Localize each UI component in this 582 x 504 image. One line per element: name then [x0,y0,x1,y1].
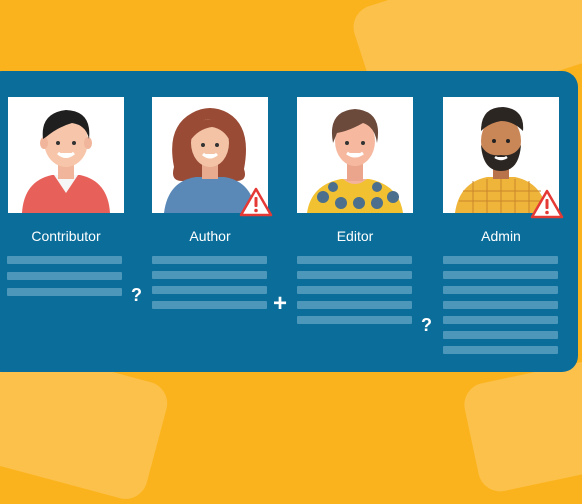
placeholder-text-line [443,331,558,339]
plus-symbol: + [273,290,288,317]
placeholder-text-line [443,271,558,279]
placeholder-text-line [7,272,122,280]
contributor-avatar [22,110,110,213]
placeholder-text-line [7,256,122,264]
question-mark-symbol: ? [131,285,142,305]
warning-triangle-icon [530,189,564,219]
placeholder-text-line [297,256,412,264]
placeholder-text-line [152,256,267,264]
warning-triangle-icon [239,187,273,217]
author-card [152,97,268,213]
placeholder-text-line [297,271,412,279]
admin-card [443,97,559,213]
placeholder-text-line [443,256,558,264]
placeholder-text-line [443,316,558,324]
role-label-editor: Editor [336,228,374,244]
placeholder-text-line [443,301,558,309]
placeholder-text-line [152,286,267,294]
placeholder-text-line [152,301,267,309]
author-avatar [164,108,256,213]
admin-avatar [455,107,547,213]
placeholder-text-line [152,271,267,279]
contributor-card [8,97,124,213]
placeholder-text-line [443,346,558,354]
editor-avatar [307,109,403,213]
editor-card [297,97,413,213]
placeholder-text-line [297,286,412,294]
role-label-contributor: Contributor [31,228,101,244]
placeholder-text-line [297,316,412,324]
role-label-author: Author [189,228,231,244]
background-shape [460,354,582,496]
placeholder-text-line [297,301,412,309]
question-mark-symbol: ? [421,315,432,335]
placeholder-text-line [7,288,122,296]
role-label-admin: Admin [481,228,521,244]
placeholder-text-line [443,286,558,294]
